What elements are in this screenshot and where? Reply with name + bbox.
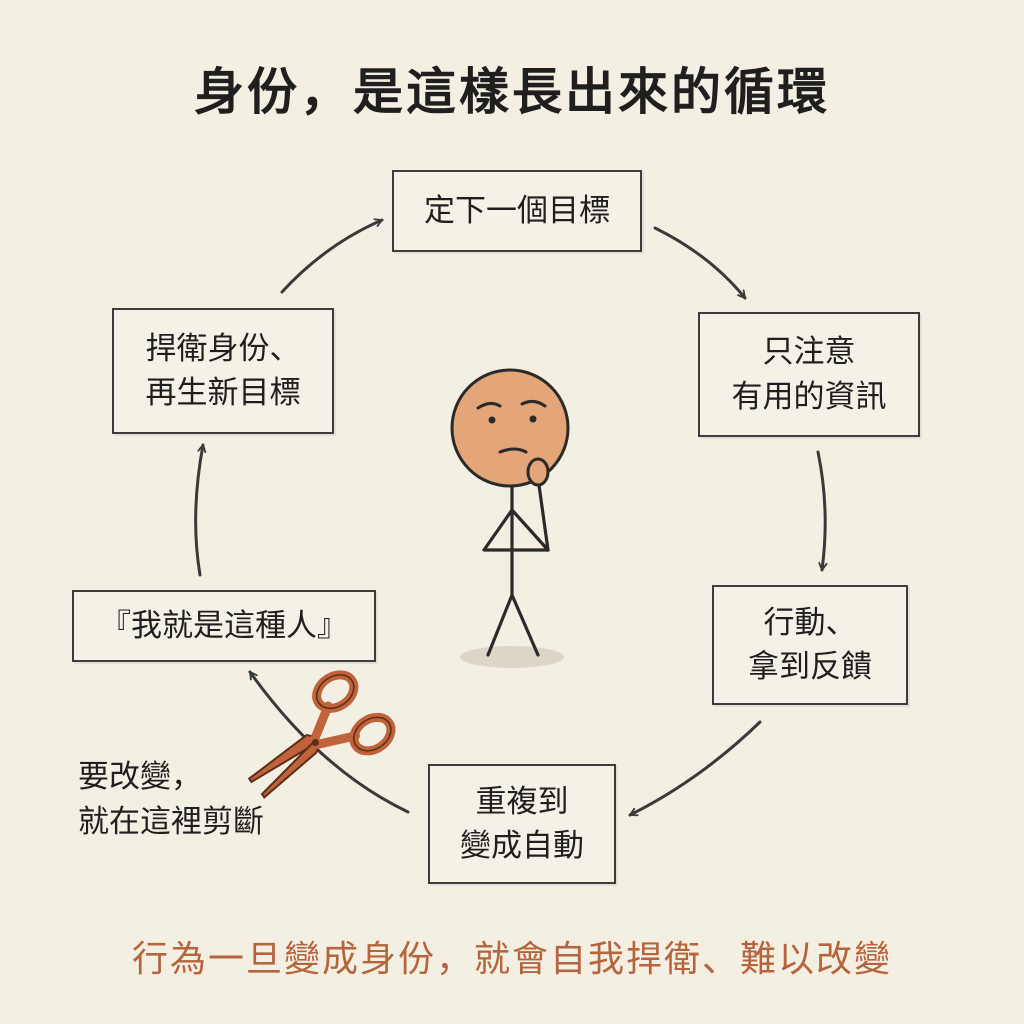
thinking-stick-figure — [450, 368, 570, 668]
cut-here-line2: 就在這裡剪斷 — [78, 803, 264, 840]
step-action-box: 行動、 拿到反饋 — [712, 585, 908, 705]
step-defend-box: 捍衛身份、 再生新目標 — [112, 308, 334, 434]
diagram-title: 身份，是這樣長出來的循環 — [194, 63, 830, 121]
arrow-attention-to-action — [816, 450, 825, 572]
cut-here-note: 要改變， 就在這裡剪斷 — [78, 755, 264, 845]
step-attention-box: 只注意 有用的資訊 — [698, 312, 920, 437]
step-identity-box: 『我就是這種人』 — [72, 590, 376, 662]
step-attention-line1: 只注意 — [762, 334, 856, 371]
step-repeat-line1: 重複到 — [475, 783, 569, 820]
arrow-defend-to-goal — [280, 220, 384, 294]
step-goal-box: 定下一個目標 — [392, 170, 642, 252]
scissors-icon — [247, 670, 396, 799]
arrow-action-to-repeat — [628, 720, 762, 817]
arrow-repeat-to-identity — [248, 670, 410, 814]
cut-here-line1: 要改變， — [78, 759, 202, 795]
arrow-identity-to-defend — [194, 443, 203, 577]
arrow-goal-to-attention — [653, 226, 747, 300]
step-repeat-box: 重複到 變成自動 — [428, 764, 616, 884]
step-defend-line2: 再生新目標 — [145, 375, 301, 411]
step-action-line2: 拿到反饋 — [748, 649, 872, 685]
step-defend-line1: 捍衛身份、 — [145, 330, 301, 367]
step-repeat-line2: 變成自動 — [460, 828, 584, 864]
step-goal-text: 定下一個目標 — [424, 192, 610, 229]
step-identity-text: 『我就是這種人』 — [100, 607, 348, 644]
step-attention-line2: 有用的資訊 — [731, 378, 887, 415]
footer-caption: 行為一旦變成身份，就會自我捍衛、難以改變 — [131, 939, 892, 980]
step-action-line1: 行動、 — [763, 604, 857, 641]
